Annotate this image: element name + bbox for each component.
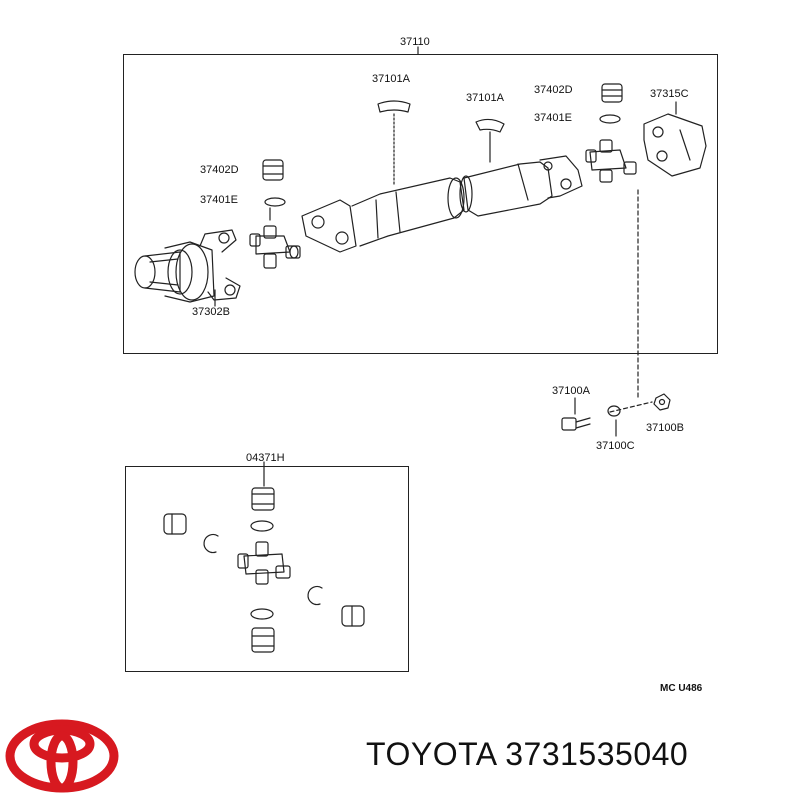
label-bolt: 37100A [552,385,590,397]
kit-bottom-cup [251,627,275,653]
brand-part-number: TOYOTA 3731535040 [366,736,689,772]
kit-bottom-ring [250,608,274,620]
label-bearing-cup-right: 37402D [534,84,573,96]
label-sleeve-yoke: 37302B [192,306,230,318]
label-spider-kit: 04371H [246,452,285,464]
label-washer: 37100C [596,440,635,452]
bolt-part [561,417,591,431]
slip-tube [459,155,583,217]
label-snap-ring-left: 37401E [200,194,238,206]
center-clip-a [377,100,411,113]
toyota-logo-icon [5,719,119,793]
kit-right-cup [341,605,365,627]
washer-part [607,405,621,417]
label-nut: 37100B [646,422,684,434]
kit-top-cup [251,487,275,511]
diagram-code: MC U486 [660,683,703,694]
label-center-bearing-a2: 37101A [466,92,504,104]
kit-left-cup [163,513,187,535]
assembly-frame [123,54,718,354]
right-bearing-cup [601,83,623,103]
flange-yoke-part [643,113,707,177]
center-clip-b [475,118,505,133]
nut-part [653,393,671,411]
label-snap-ring-right: 37401E [534,112,572,124]
label-center-bearing-a: 37101A [372,73,410,85]
sleeve-yoke-part [134,229,241,303]
label-bearing-cup-left: 37402D [200,164,239,176]
right-spider-part [585,139,637,183]
kit-top-ring [250,520,274,532]
kit-spider [237,541,291,585]
right-snap-ring [599,114,621,124]
label-assembly: 37110 [400,36,430,48]
left-spider-part [249,225,301,269]
left-snap-ring [264,197,286,207]
kit-left-ring [203,533,219,554]
label-flange-yoke: 37315C [650,88,689,100]
left-bearing-cup [262,159,284,181]
drive-shaft-tube [301,177,465,253]
kit-right-ring [307,585,323,606]
spider-kit-frame [125,466,409,672]
